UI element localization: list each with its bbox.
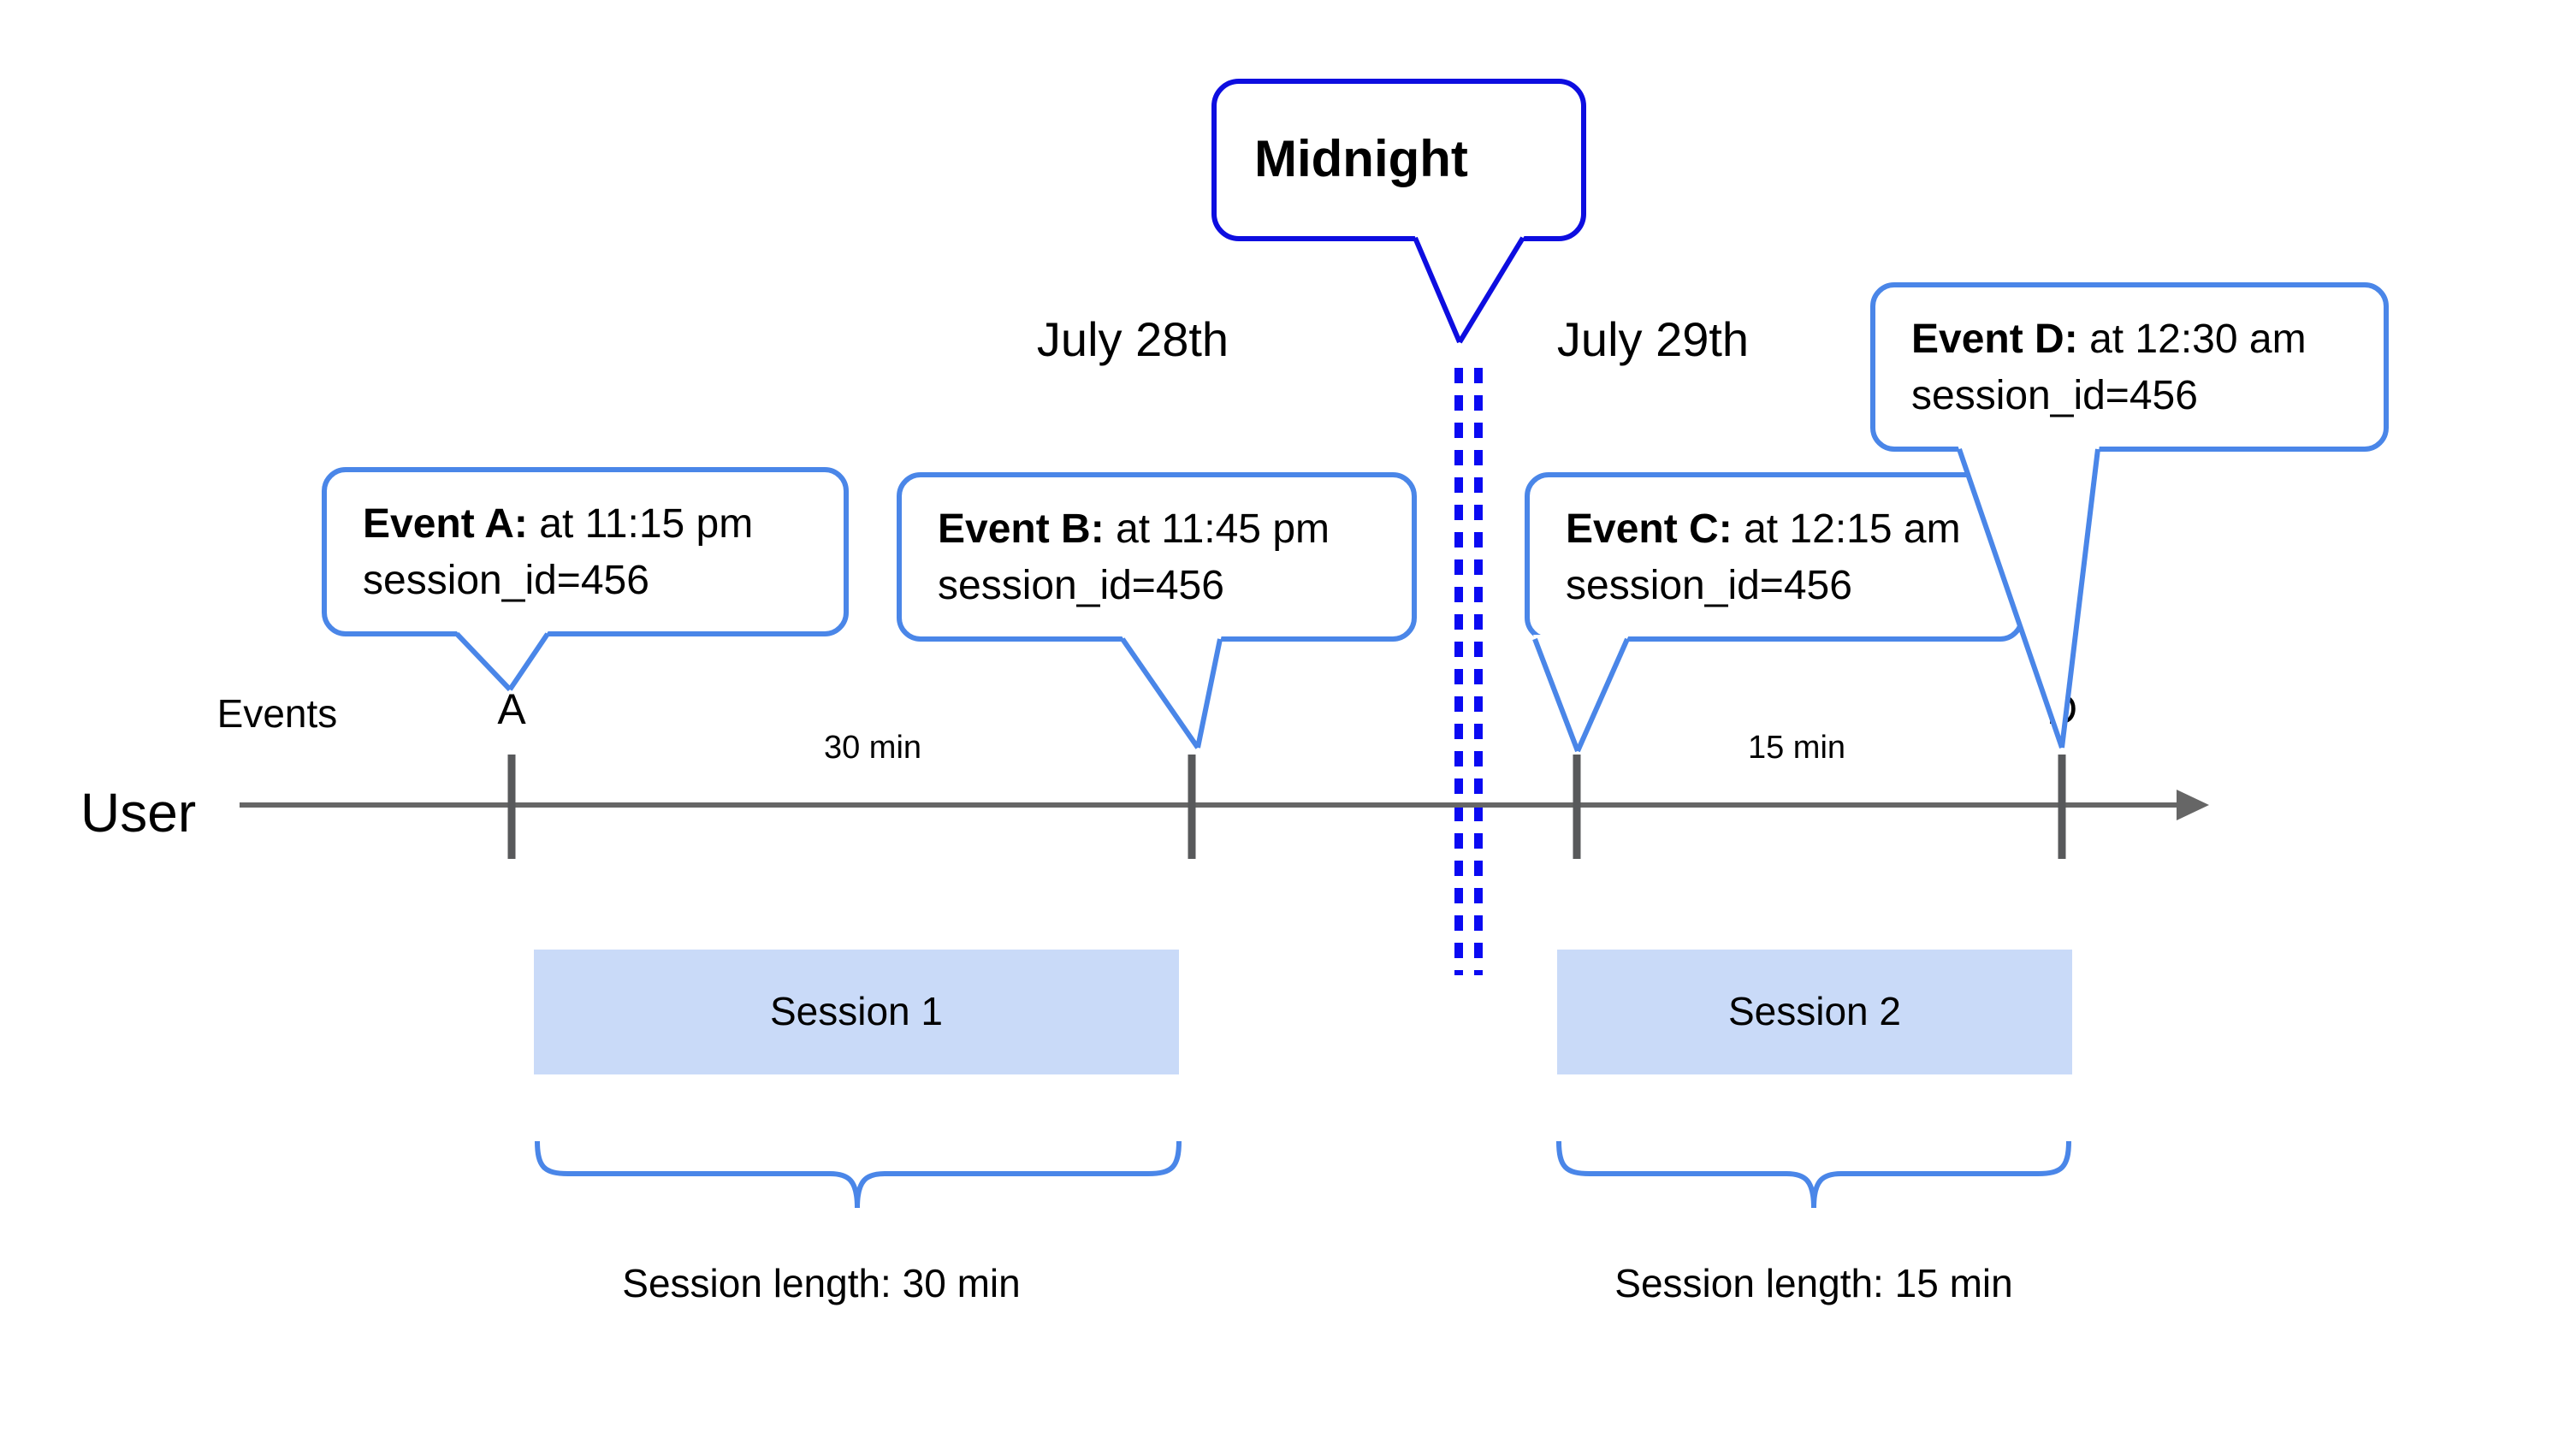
session-1-box: Session 1: [534, 950, 1179, 1074]
events-axis-label: Events: [216, 691, 338, 736]
event-c-session-id: session_id=456: [1566, 562, 1852, 608]
event-a-time-line: Event A: at 11:15 pm: [363, 495, 844, 552]
session-2-brace: [1556, 1140, 2071, 1209]
session-2-label: Session 2: [1727, 989, 1901, 1033]
session-2-box: Session 2: [1557, 950, 2072, 1074]
midnight-callout: Midnight: [1211, 79, 1586, 241]
timeline-arrowhead-icon: [2177, 790, 2209, 820]
event-a-session-id: session_id=456: [363, 557, 649, 603]
user-axis-label: User: [80, 782, 197, 843]
tick-letter-a: A: [497, 686, 526, 734]
interval-30min-label: 30 min: [823, 731, 922, 766]
event-a-callout: Event A: at 11:15 pm session_id=456: [322, 467, 849, 636]
session-1-brace: [535, 1140, 1182, 1209]
event-c-time: at 12:15 am: [1744, 506, 1961, 552]
event-a-callout-tail: [454, 630, 550, 692]
session-1-length-label: Session length: 30 min: [622, 1261, 1021, 1305]
event-d-title: Event D:: [1911, 316, 2078, 362]
tick-letter-c: C: [1561, 686, 1594, 734]
event-b-time-line: Event B: at 11:45 pm: [938, 500, 1412, 557]
event-b-session-id: session_id=456: [938, 562, 1224, 608]
event-b-title: Event B:: [938, 506, 1105, 552]
event-d-session-id: session_id=456: [1911, 372, 2198, 418]
event-d-callout: Event D: at 12:30 am session_id=456: [1870, 282, 2389, 452]
event-b-callout: Event B: at 11:45 pm session_id=456: [897, 472, 1417, 642]
interval-15min-label: 15 min: [1747, 731, 1846, 766]
midnight-label: Midnight: [1254, 131, 1468, 187]
day-label-july-29: July 29th: [1556, 313, 1750, 366]
session-2-length-label: Session length: 15 min: [1614, 1261, 2013, 1305]
event-a-time: at 11:15 pm: [539, 500, 754, 547]
event-c-callout: Event C: at 12:15 am session_id=456: [1525, 472, 2024, 642]
midnight-callout-tail: [1413, 233, 1526, 344]
tick-letter-d: D: [2046, 686, 2078, 734]
event-b-time: at 11:45 pm: [1116, 506, 1330, 552]
event-a-title: Event A:: [363, 500, 528, 547]
tick-letter-b: B: [1178, 686, 1207, 734]
event-d-time: at 12:30 am: [2089, 316, 2307, 362]
session-1-label: Session 1: [769, 989, 943, 1033]
event-d-time-line: Event D: at 12:30 am: [1911, 311, 2384, 367]
event-c-title: Event C:: [1566, 506, 1733, 552]
day-label-july-28: July 28th: [1036, 313, 1229, 366]
event-c-time-line: Event C: at 12:15 am: [1566, 500, 2019, 557]
